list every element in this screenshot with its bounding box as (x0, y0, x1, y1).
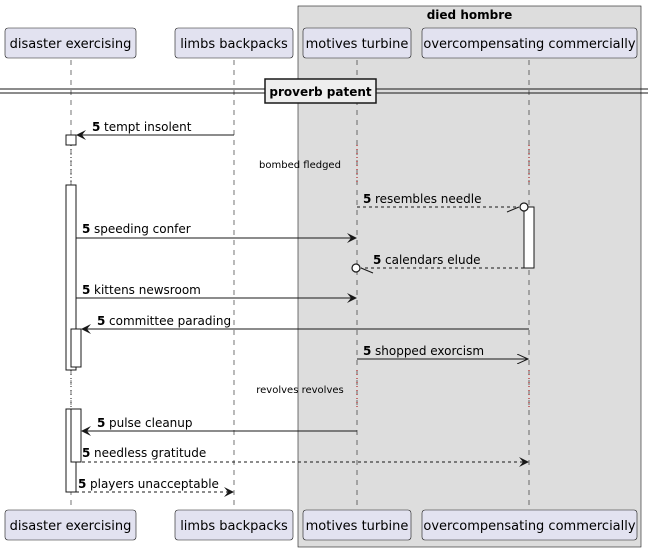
group-box-title: died hombre (427, 8, 513, 22)
svg-text:disaster exercising: disaster exercising (10, 519, 132, 534)
svg-text:overcompensating commercially: overcompensating commercially (423, 37, 635, 52)
participant-motives-turbine-top: motives turbine (302, 27, 412, 59)
svg-text:overcompensating commercially: overcompensating commercially (423, 519, 635, 534)
svg-text:5: 5 (82, 283, 90, 297)
svg-text:5: 5 (97, 416, 105, 430)
svg-text:shopped exorcism: shopped exorcism (375, 344, 484, 358)
svg-text:kittens newsroom: kittens newsroom (94, 283, 201, 297)
svg-text:5: 5 (92, 120, 100, 134)
message-shopped-exorcism: 5 shopped exorcism (357, 344, 528, 359)
svg-text:pulse cleanup: pulse cleanup (109, 416, 193, 430)
svg-text:5: 5 (97, 314, 105, 328)
activation-bar (523, 206, 535, 269)
svg-text:limbs backpacks: limbs backpacks (180, 37, 288, 52)
svg-text:5: 5 (363, 344, 371, 358)
svg-text:5: 5 (373, 253, 381, 267)
divider-label: proverb patent (269, 85, 372, 99)
message-speeding-confer: 5 speeding confer (76, 222, 357, 243)
svg-text:calendars elude: calendars elude (385, 253, 481, 267)
participant-limbs-backpacks-top: limbs backpacks (174, 27, 294, 59)
svg-text:committee parading: committee parading (109, 314, 231, 328)
svg-text:motives turbine: motives turbine (306, 519, 409, 534)
delay-text: revolves revolves (256, 385, 343, 396)
svg-text:tempt insolent: tempt insolent (104, 120, 192, 134)
svg-text:motives turbine: motives turbine (306, 37, 409, 52)
message-players-unacceptable: 5 players unacceptable (76, 477, 234, 497)
participant-motives-turbine-bottom: motives turbine (302, 509, 412, 541)
participant-overcompensating-commercially-top: overcompensating commercially (421, 27, 638, 59)
message-kittens-newsroom: 5 kittens newsroom (76, 283, 357, 303)
svg-text:disaster exercising: disaster exercising (10, 37, 132, 52)
participant-disaster-exercising-bottom: disaster exercising (4, 509, 137, 541)
message-pulse-cleanup: 5 pulse cleanup (81, 416, 357, 436)
message-tempt-insolent: 5 tempt insolent (76, 120, 234, 140)
message-committee-parading: 5 committee parading (81, 314, 529, 334)
participant-disaster-exercising-top: disaster exercising (4, 27, 137, 59)
svg-text:5: 5 (82, 222, 90, 236)
participant-limbs-backpacks-bottom: limbs backpacks (174, 509, 294, 541)
svg-text:limbs backpacks: limbs backpacks (180, 519, 288, 534)
activation-bar (65, 134, 77, 146)
participant-overcompensating-commercially-bottom: overcompensating commercially (421, 509, 638, 541)
svg-text:speeding confer: speeding confer (94, 222, 191, 236)
activation-bar (70, 408, 82, 463)
activation-bar (70, 328, 82, 368)
svg-text:resembles needle: resembles needle (375, 192, 481, 206)
message-calendars-elude: 5 calendars elude (351, 253, 524, 274)
svg-text:needless gratitude: needless gratitude (94, 446, 206, 460)
delay-text: bombed fledged (259, 160, 341, 171)
divider: proverb patent (0, 78, 648, 104)
message-resembles-needle: 5 resembles needle (357, 192, 529, 213)
svg-text:5: 5 (82, 446, 90, 460)
svg-text:5: 5 (78, 477, 86, 491)
svg-text:5: 5 (363, 192, 371, 206)
message-needless-gratitude: 5 needless gratitude (76, 446, 529, 467)
svg-text:players unacceptable: players unacceptable (90, 477, 219, 491)
